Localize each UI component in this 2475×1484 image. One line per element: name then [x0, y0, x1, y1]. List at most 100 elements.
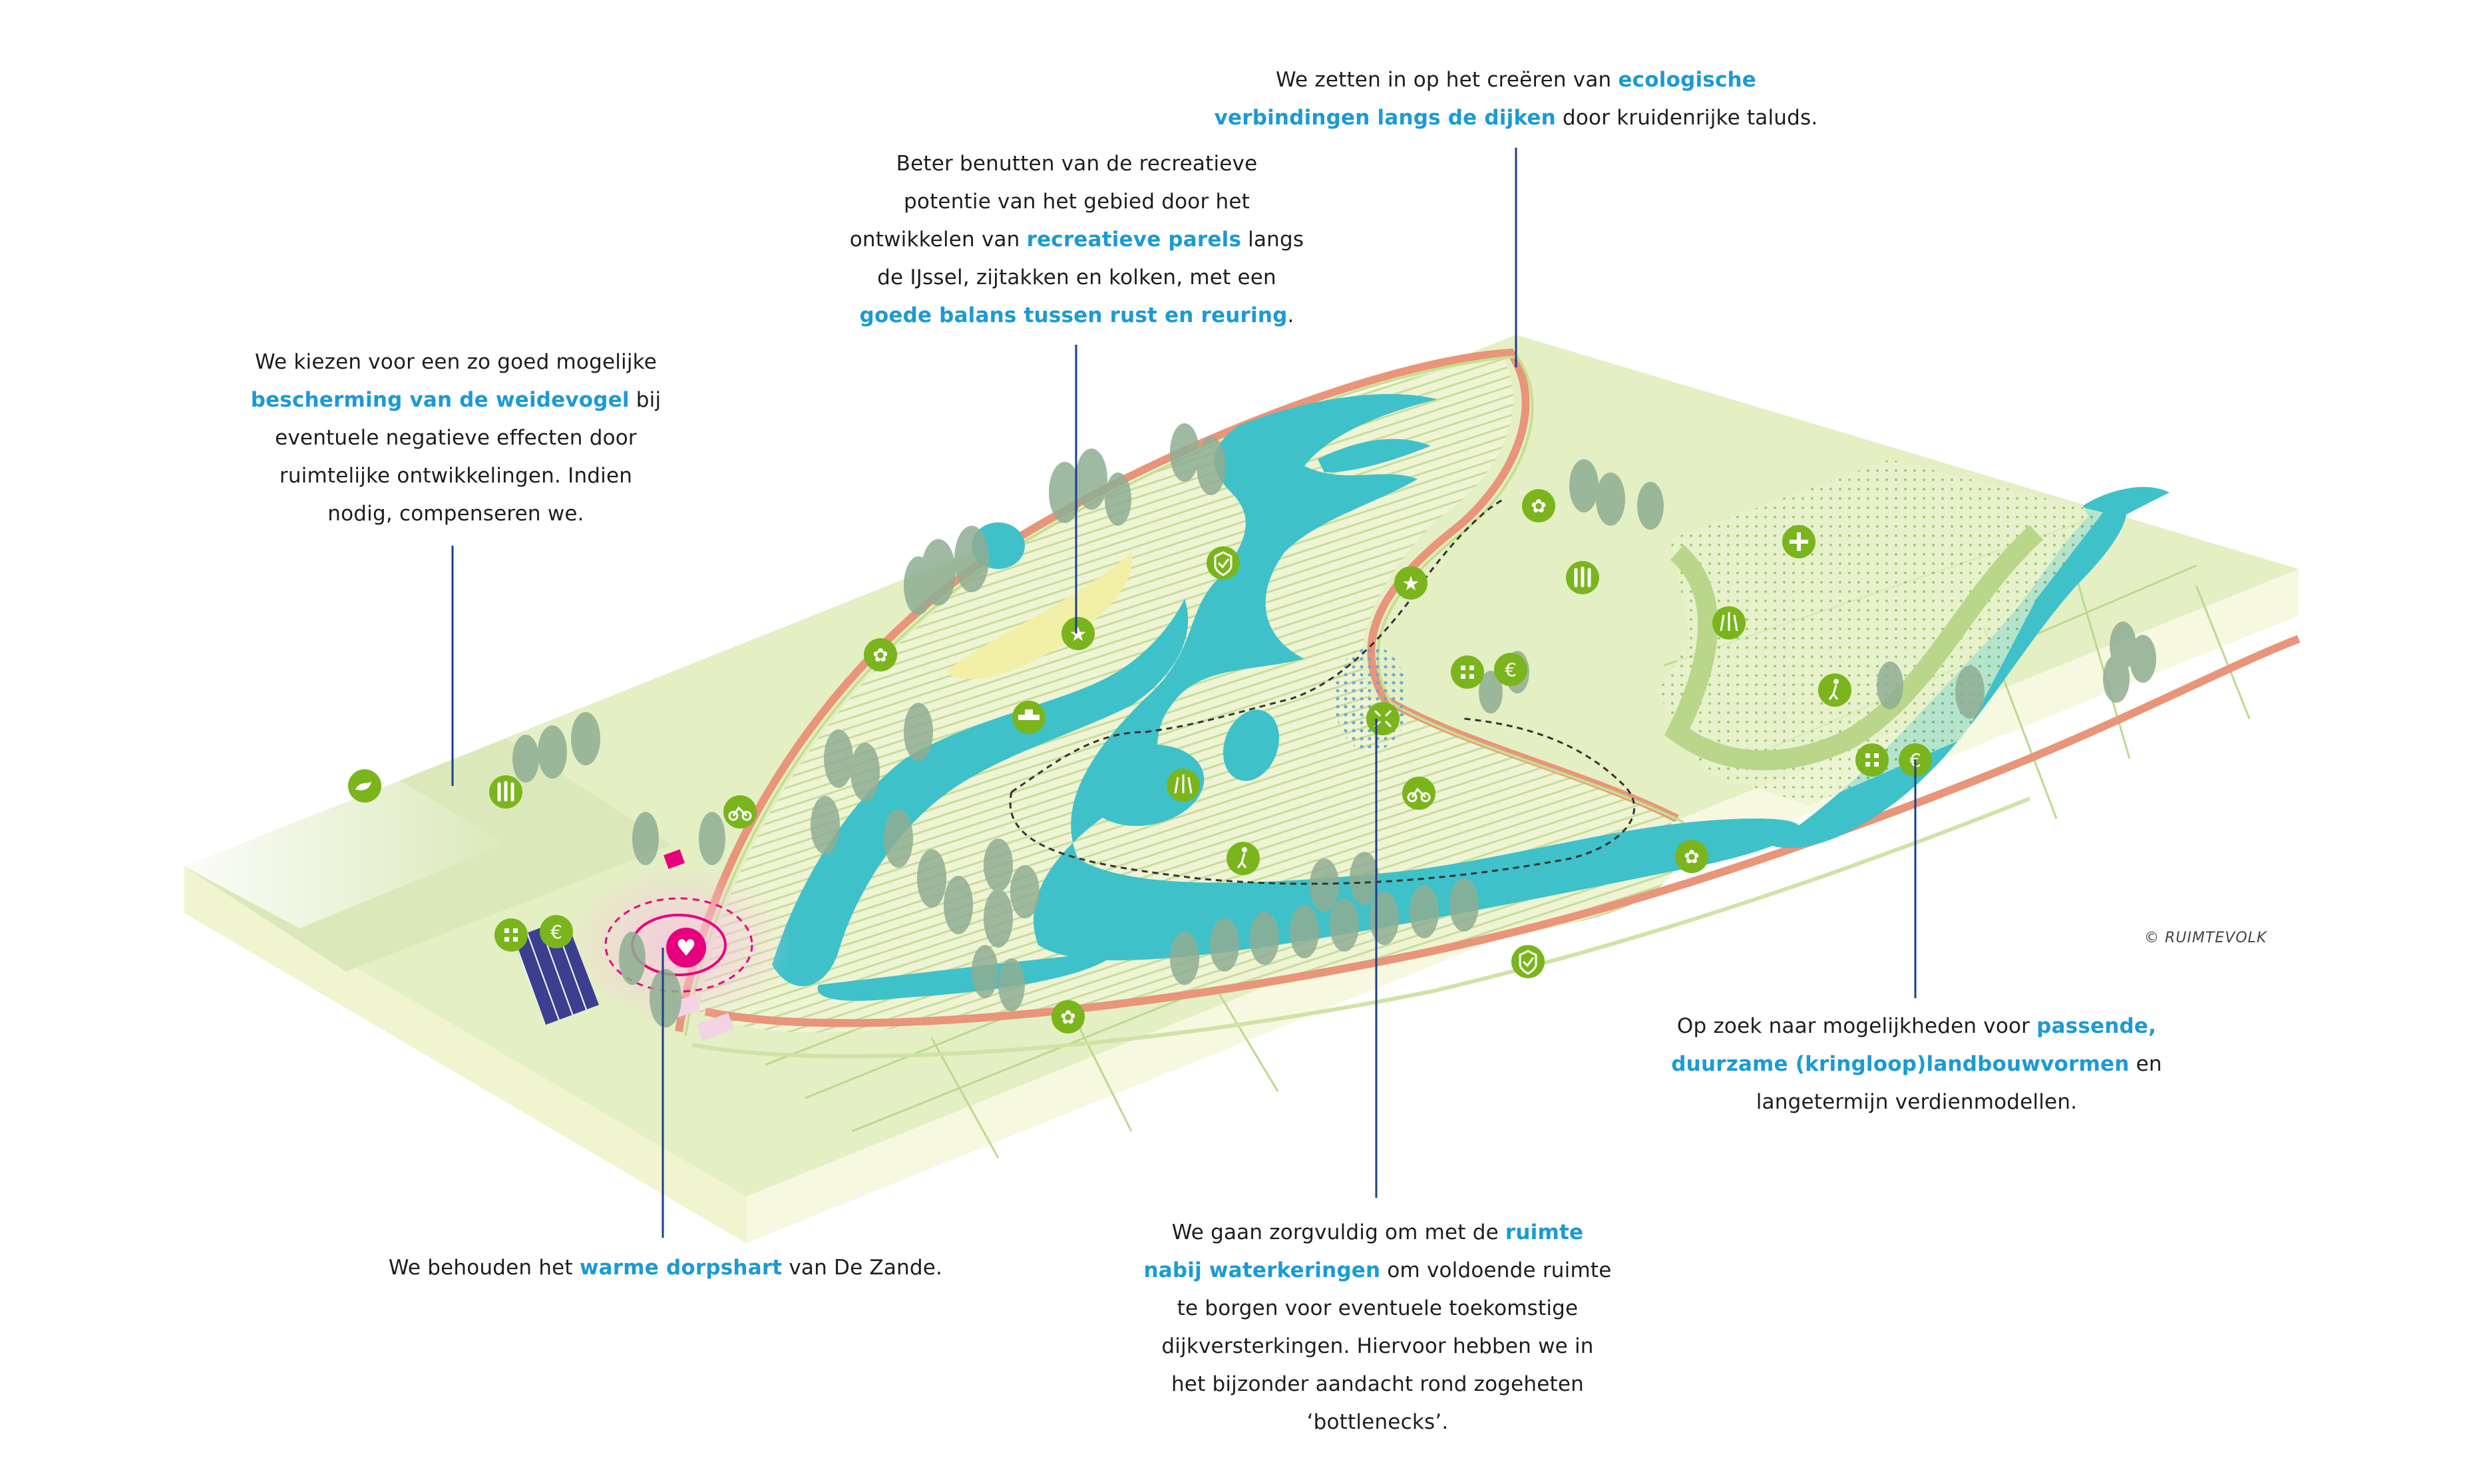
callout-text: Beter benutten van de recreatieve: [896, 152, 1258, 176]
leader-lines: [451, 148, 1917, 1238]
callout-text: eventuele negatieve effecten door: [275, 426, 637, 450]
callout-village: We behouden het warme dorpshart van De Z…: [373, 1249, 958, 1287]
shield-check-icon: [1511, 945, 1545, 978]
callout-line: goede balans tussen rust en reuring.: [824, 297, 1330, 335]
callout-line: duurzame (kringloop)landbouwvormen en: [1650, 1045, 2183, 1083]
svg-text:♥: ♥: [676, 935, 696, 962]
lakes: [972, 522, 1280, 827]
cyclist-icon: [1402, 777, 1435, 810]
callout-text: Op zoek naar mogelijkheden voor: [1676, 1014, 2037, 1038]
bottleneck-zone: [1334, 646, 1408, 752]
euro-icon: €: [540, 915, 573, 948]
callout-text: en: [2129, 1052, 2162, 1076]
highlight-text: recreatieve parels: [1026, 228, 1242, 252]
callout-line: We zetten in op het creëren van ecologis…: [1209, 61, 1823, 99]
icon-badges: ✿ ✿ ✿ ✿ ★ ★ € € € ♥: [348, 489, 1932, 1033]
butterfly-icon: ✿: [1522, 489, 1555, 522]
callout-text: langs: [1241, 228, 1304, 252]
callout-line: We behouden het warme dorpshart van De Z…: [373, 1249, 958, 1287]
callout-text: ontwikkelen van: [849, 228, 1027, 252]
callout-text: nodig, compenseren we.: [327, 502, 584, 526]
callout-line: ruimtelijke ontwikkelingen. Indien: [233, 457, 679, 495]
callout-line: Beter benutten van de recreatieve: [824, 145, 1330, 183]
callout-text: van De Zande.: [782, 1256, 943, 1280]
highlight-text: bescherming van de weidevogel: [250, 388, 630, 412]
arrows-inward-icon: [1366, 702, 1400, 735]
star-icon: ★: [1394, 566, 1428, 600]
euro-icon: €: [1494, 653, 1527, 686]
callout-line: langetermijn verdienmodellen.: [1650, 1083, 2183, 1121]
callout-line: ‘bottlenecks’.: [1118, 1403, 1637, 1441]
callout-line: te borgen voor eventuele toekomstige: [1118, 1290, 1637, 1328]
copyright-label: © RUIMTEVOLK: [2144, 930, 2267, 946]
cross-icon: [1855, 743, 1889, 777]
callout-text: We zetten in op het creëren van: [1275, 68, 1618, 92]
walker-icon: [1818, 673, 1851, 707]
callout-text: langetermijn verdienmodellen.: [1756, 1090, 2078, 1114]
green-dike: [1664, 524, 2044, 771]
callout-text: te borgen voor eventuele toekomstige: [1177, 1296, 1579, 1320]
ferry-icon: [1012, 701, 1046, 734]
herb-rich-meadow: [1657, 459, 2103, 805]
callout-line: Op zoek naar mogelijkheden voor passende…: [1650, 1008, 2183, 1045]
callout-line: dijkversterkingen. Hiervoor hebben we in: [1118, 1328, 1637, 1366]
callout-text: om voldoende ruimte: [1380, 1258, 1612, 1282]
svg-text:✿: ✿: [1060, 1006, 1075, 1028]
plus-icon: [1782, 525, 1815, 558]
callout-text: ruimtelijke ontwikkelingen. Indien: [279, 464, 633, 488]
highlight-text: ruimte: [1505, 1220, 1584, 1244]
highlight-text: passende,: [2036, 1014, 2157, 1038]
svg-text:★: ★: [1069, 623, 1087, 646]
svg-text:★: ★: [1402, 572, 1420, 596]
callout-text: ‘bottlenecks’.: [1306, 1410, 1449, 1434]
highlight-text: warme dorpshart: [579, 1256, 783, 1280]
svg-text:€: €: [550, 921, 562, 943]
butterfly-icon: ✿: [864, 638, 897, 671]
callout-line: nodig, compenseren we.: [233, 495, 679, 533]
svg-text:€: €: [1505, 659, 1517, 681]
highlight-text: nabij waterkeringen: [1143, 1258, 1381, 1282]
callout-text: dijkversterkingen. Hiervoor hebben we in: [1161, 1334, 1594, 1358]
grass-icon: [1712, 606, 1746, 640]
callout-text: .: [1287, 303, 1294, 327]
callout-farming: Op zoek naar mogelijkheden voor passende…: [1650, 1008, 2183, 1121]
callout-text: bij: [629, 388, 662, 412]
grass-icon: [1167, 769, 1200, 802]
callout-recreation: Beter benutten van de recreatieve potenti…: [824, 145, 1330, 335]
hiker-icon: [1227, 842, 1260, 875]
solar-field: [512, 918, 599, 1025]
callout-ecology: We zetten in op het creëren van ecologis…: [1209, 61, 1823, 137]
callout-text: door kruidenrijke taluds.: [1555, 106, 1818, 130]
butterfly-icon: ✿: [1675, 840, 1708, 873]
heart-icon: ♥: [666, 928, 706, 968]
callout-text: het bijzonder aandacht rond zogeheten: [1171, 1372, 1585, 1396]
highlight-text: verbindingen langs de dijken: [1214, 106, 1556, 130]
bird-icon: [348, 769, 381, 803]
callout-dikes: We gaan zorgvuldig om met de ruimte nabij…: [1118, 1214, 1637, 1441]
crops-icon: [1566, 561, 1599, 594]
callout-line: ontwikkelen van recreatieve parels langs: [824, 221, 1330, 259]
callout-line: bescherming van de weidevogel bij: [233, 381, 679, 419]
callout-text: We behouden het: [388, 1256, 580, 1280]
highlight-text: goede balans tussen rust en reuring: [859, 303, 1288, 327]
cyclist-icon: [723, 795, 757, 829]
callout-line: potentie van het gebied door het: [824, 183, 1330, 221]
meadow-area: [184, 739, 672, 972]
callout-text: potentie van het gebied door het: [904, 190, 1250, 214]
shield-check-icon: [1207, 546, 1240, 580]
svg-text:✿: ✿: [872, 644, 888, 666]
callout-line: het bijzonder aandacht rond zogeheten: [1118, 1366, 1637, 1403]
cross-icon: [494, 918, 528, 952]
callout-text: We gaan zorgvuldig om met de: [1171, 1220, 1505, 1244]
callout-text: We kiezen voor een zo goed mogelijke: [255, 350, 657, 374]
svg-text:✿: ✿: [1684, 846, 1699, 868]
crops-icon: [489, 775, 522, 809]
trees: [512, 423, 2156, 1027]
callout-text: de IJssel, zijtakken en kolken, met een: [877, 266, 1276, 289]
callout-line: We kiezen voor een zo goed mogelijke: [233, 343, 679, 381]
star-icon: ★: [1061, 617, 1095, 650]
callout-line: eventuele negatieve effecten door: [233, 419, 679, 457]
callout-line: We gaan zorgvuldig om met de ruimte: [1118, 1214, 1637, 1252]
callout-line: verbindingen langs de dijken door kruide…: [1209, 99, 1823, 137]
